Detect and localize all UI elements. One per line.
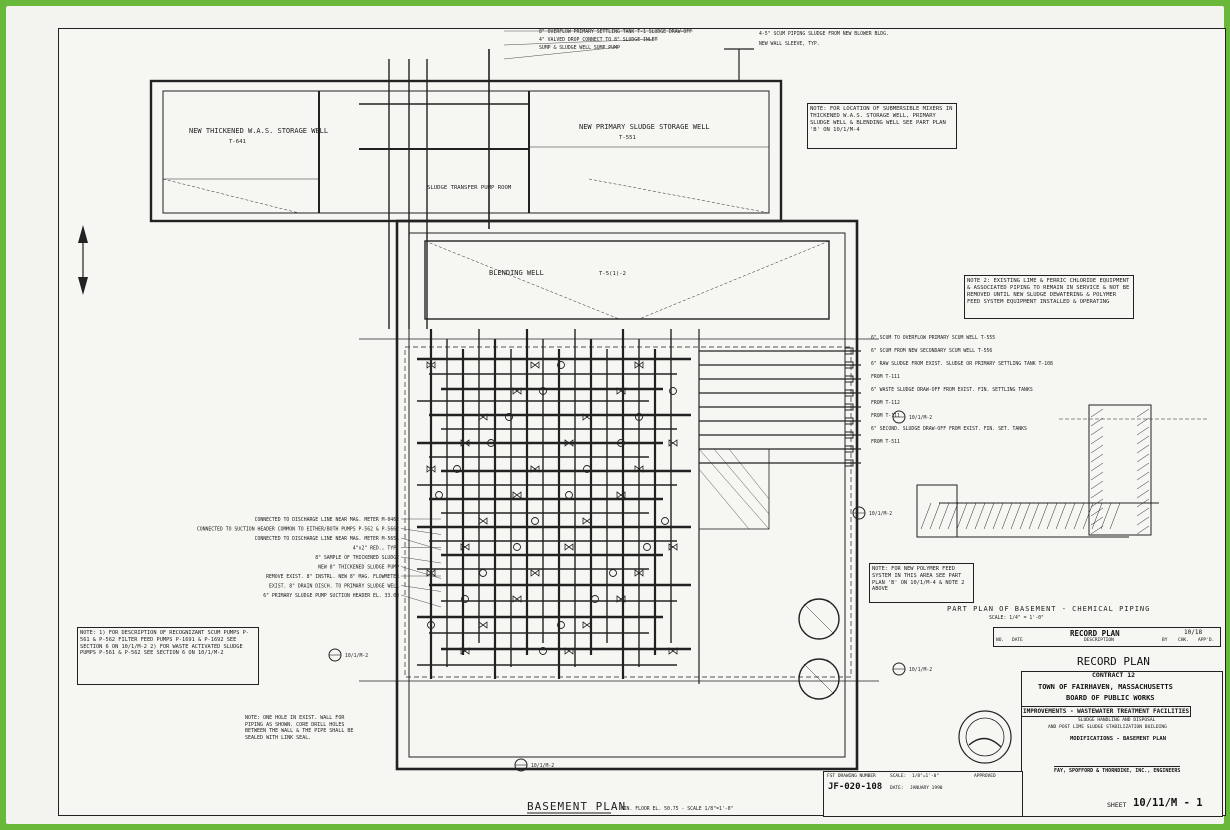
round-tanks <box>798 598 840 700</box>
callout-text: FROM T-511 <box>871 439 900 445</box>
record-plan-date: 10/18 <box>1184 629 1203 636</box>
project-sub1: SLUDGE HANDLING AND DISPOSAL <box>1078 718 1156 723</box>
callout-text: NEW 8" THICKENED SLUDGE PUMP <box>318 565 399 571</box>
callout-text: 6" SCUM FROM NEW SECONDARY SCUM WELL T-5… <box>871 348 992 354</box>
callout-text: 6" PRIMARY SLUDGE PUMP SUCTION HEADER EL… <box>263 593 399 599</box>
blueprint-sheet: 28 NEW THICKENED W.A.S. STORAGE W <box>58 28 1226 817</box>
part-plan-scale: SCALE: 1/4" = 1'-0" <box>989 615 1044 621</box>
sheet-label: SHEET <box>1107 801 1127 809</box>
top-wells-structure <box>149 48 783 223</box>
callouts-right: 6" SCUM TO OVERFLOW PRIMARY SCUM WELL T-… <box>871 335 1053 445</box>
north-arrow-icon <box>78 225 88 295</box>
callout-text: 6" WASTE SLUDGE DRAW-OFF FROM EXIST. FIN… <box>871 387 1033 393</box>
project-label: IMPROVEMENTS - WASTEWATER TREATMENT FACI… <box>1021 706 1192 717</box>
modifications-label: MODIFICATIONS - BASEMENT PLAN <box>1070 736 1167 742</box>
sludge-transfer-label: SLUDGE TRANSFER PUMP ROOM <box>427 185 512 191</box>
part-plan-drawing <box>916 404 1209 538</box>
section-tag-ref: 10/1/M-2 <box>531 763 554 769</box>
section-tags: 10/1/M-2 10/1/M-2 10/1/M-2 10/1/M-2 10/1/M-2 <box>328 410 932 772</box>
col-no: NO. <box>996 638 1005 643</box>
leader-line <box>400 528 442 535</box>
section-tag-ref: 10/1/M-2 <box>345 653 368 659</box>
drawing-info-strip: FST DRAWING NUMBER JF-020-108 SCALE: 1/8… <box>823 771 1023 817</box>
piping-network <box>359 49 861 679</box>
leader-line <box>400 556 442 564</box>
engineer-seal-icon <box>958 710 1012 764</box>
leader-line <box>503 38 658 46</box>
callout-text: FROM T-111 <box>871 413 900 419</box>
leader-line <box>503 46 621 60</box>
section-tag-ref: 10/1/M-2 <box>869 511 892 517</box>
leader-line <box>400 566 442 579</box>
sheet-value: 10/11/M - 1 <box>1133 797 1203 809</box>
callout-text: NEW WALL SLEEVE, TYP. <box>759 41 820 47</box>
top-note: NOTE: FOR LOCATION OF SUBMERSIBLE MIXERS… <box>807 103 957 149</box>
col-desc: DESCRIPTION <box>1084 638 1114 643</box>
part-plan-hatching <box>920 408 1150 535</box>
leader-line <box>400 537 442 551</box>
leader-line <box>400 594 442 608</box>
plan-drawing: 28 NEW THICKENED W.A.S. STORAGE W <box>77 29 1209 814</box>
blending-tag: T-5(1)-2 <box>599 271 626 277</box>
board-label: BOARD OF PUBLIC WORKS <box>1066 694 1155 702</box>
main-building-outline <box>359 219 879 771</box>
leader-line <box>400 585 442 592</box>
primary-sludge-label: NEW PRIMARY SLUDGE STORAGE WELL <box>579 123 710 131</box>
col-app: APP'D. <box>1198 638 1215 643</box>
callout-text: EXIST. 8" DRAIN DISCH. TO PRIMARY SLUDGE… <box>269 584 399 590</box>
col-by: BY <box>1162 638 1168 643</box>
callout-text: 4"x2" RED., TYP. <box>353 546 399 552</box>
callout-text: CONNECTED TO DISCHARGE LINE NEAR MAG. ME… <box>255 536 400 542</box>
right-note: NOTE 2: EXISTING LIME & FERRIC CHLORIDE … <box>964 275 1134 319</box>
polymer-note: NOTE: FOR NEW POLYMER FEED SYSTEM IN THI… <box>869 563 974 603</box>
callout-text: 4-5" SCUM PIPING SLUDGE FROM NEW BLOWER … <box>759 31 889 37</box>
callout-text: 6" RAW SLUDGE FROM EXIST. SLUDGE OR PRIM… <box>871 361 1053 367</box>
basement-plan-title: BASEMENT PLAN <box>527 800 626 813</box>
sheet-number-box <box>1121 815 1122 816</box>
date-value: JANUARY 1990 <box>910 786 943 791</box>
callout-text: REMOVE EXIST. 8" INSTRL. NEW 8" MAG. FLO… <box>266 574 399 580</box>
callouts-top: 8" OVERFLOW PRIMARY SETTLING TANK T-1 SL… <box>503 29 889 60</box>
thickened-tag: T-641 <box>229 139 246 145</box>
record-plan-table: RECORD PLAN 10/18 NO. DATE DESCRIPTION B… <box>993 627 1221 647</box>
callouts-left: CONNECTED TO DISCHARGE LINE NEAR MAG. ME… <box>197 517 442 608</box>
wall-note: NOTE: ONE HOLE IN EXIST. WALL FOR PIPING… <box>245 715 354 741</box>
callout-text: 8" SAMPLE OF THICKENED SLUDGE <box>315 555 399 561</box>
part-plan-title: PART PLAN OF BASEMENT - CHEMICAL PIPING <box>947 605 1150 613</box>
contract-label: CONTRACT 12 <box>1092 671 1136 679</box>
col-chk: CHK. <box>1178 638 1189 643</box>
scale-label: SCALE: <box>890 774 907 779</box>
project-sub2: AND POST LIME SLUDGE STABILIZATION BUILD… <box>1048 725 1167 730</box>
drawing-number: JF-020-108 <box>828 782 883 792</box>
drawing-frame: 28 NEW THICKENED W.A.S. STORAGE W <box>6 6 1226 824</box>
section-tag-ref: 10/1/M-2 <box>909 415 932 421</box>
blending-well-label: BLENDING WELL <box>489 269 544 277</box>
callout-text: FROM T-111 <box>871 374 900 380</box>
town-label: TOWN OF FAIRHAVEN, MASSACHUSETTS <box>1038 683 1173 691</box>
left-note: NOTE: 1) FOR DESCRIPTION OF RECOGNIZANT … <box>77 627 259 685</box>
callout-text: 6" SECOND. SLUDGE DRAW-OFF FROM EXIST. F… <box>871 426 1027 432</box>
engineers-label: FAY, SPOFFORD & THORNDIKE, INC., ENGINEE… <box>1054 766 1181 774</box>
record-plan-label: RECORD PLAN <box>1077 655 1150 668</box>
section-tag-ref: 10/1/M-2 <box>909 667 932 673</box>
drawing-number-label: FST DRAWING NUMBER <box>827 774 876 779</box>
thickened-was-label: NEW THICKENED W.A.S. STORAGE WELL <box>189 127 328 135</box>
col-date: DATE <box>1012 638 1023 643</box>
valve-symbols <box>426 361 678 655</box>
date-label: DATE: <box>890 786 904 791</box>
basement-plan-note: - FIN. FLOOR EL. 50.75 - SCALE 1/8"=1'-0… <box>615 806 734 812</box>
callout-text: CONNECTED TO DISCHARGE LINE NEAR MAG. ME… <box>255 517 400 523</box>
callout-text: FROM T-112 <box>871 400 900 406</box>
title-block: CONTRACT 12 TOWN OF FAIRHAVEN, MASSACHUS… <box>1021 671 1223 817</box>
callout-text: 6" SCUM TO OVERFLOW PRIMARY SCUM WELL T-… <box>871 335 995 341</box>
approved-label: APPROVED <box>974 774 996 779</box>
record-plan-header: RECORD PLAN <box>1070 629 1120 638</box>
callout-text: CONNECTED TO SUCTION HEADER COMMON TO EI… <box>197 527 399 533</box>
callout-text: 8" OVERFLOW PRIMARY SETTLING TANK T-1 SL… <box>539 29 692 35</box>
callout-text: 4" VALVED DROP CONNECT TO 8" SLUDGE INLE… <box>539 37 658 43</box>
primary-tag: T-551 <box>619 135 636 141</box>
callout-text: SUMP & SLUDGE WELL SUMP PUMP <box>539 45 620 51</box>
scale-value: 1/8"=1'-0" <box>912 774 940 779</box>
